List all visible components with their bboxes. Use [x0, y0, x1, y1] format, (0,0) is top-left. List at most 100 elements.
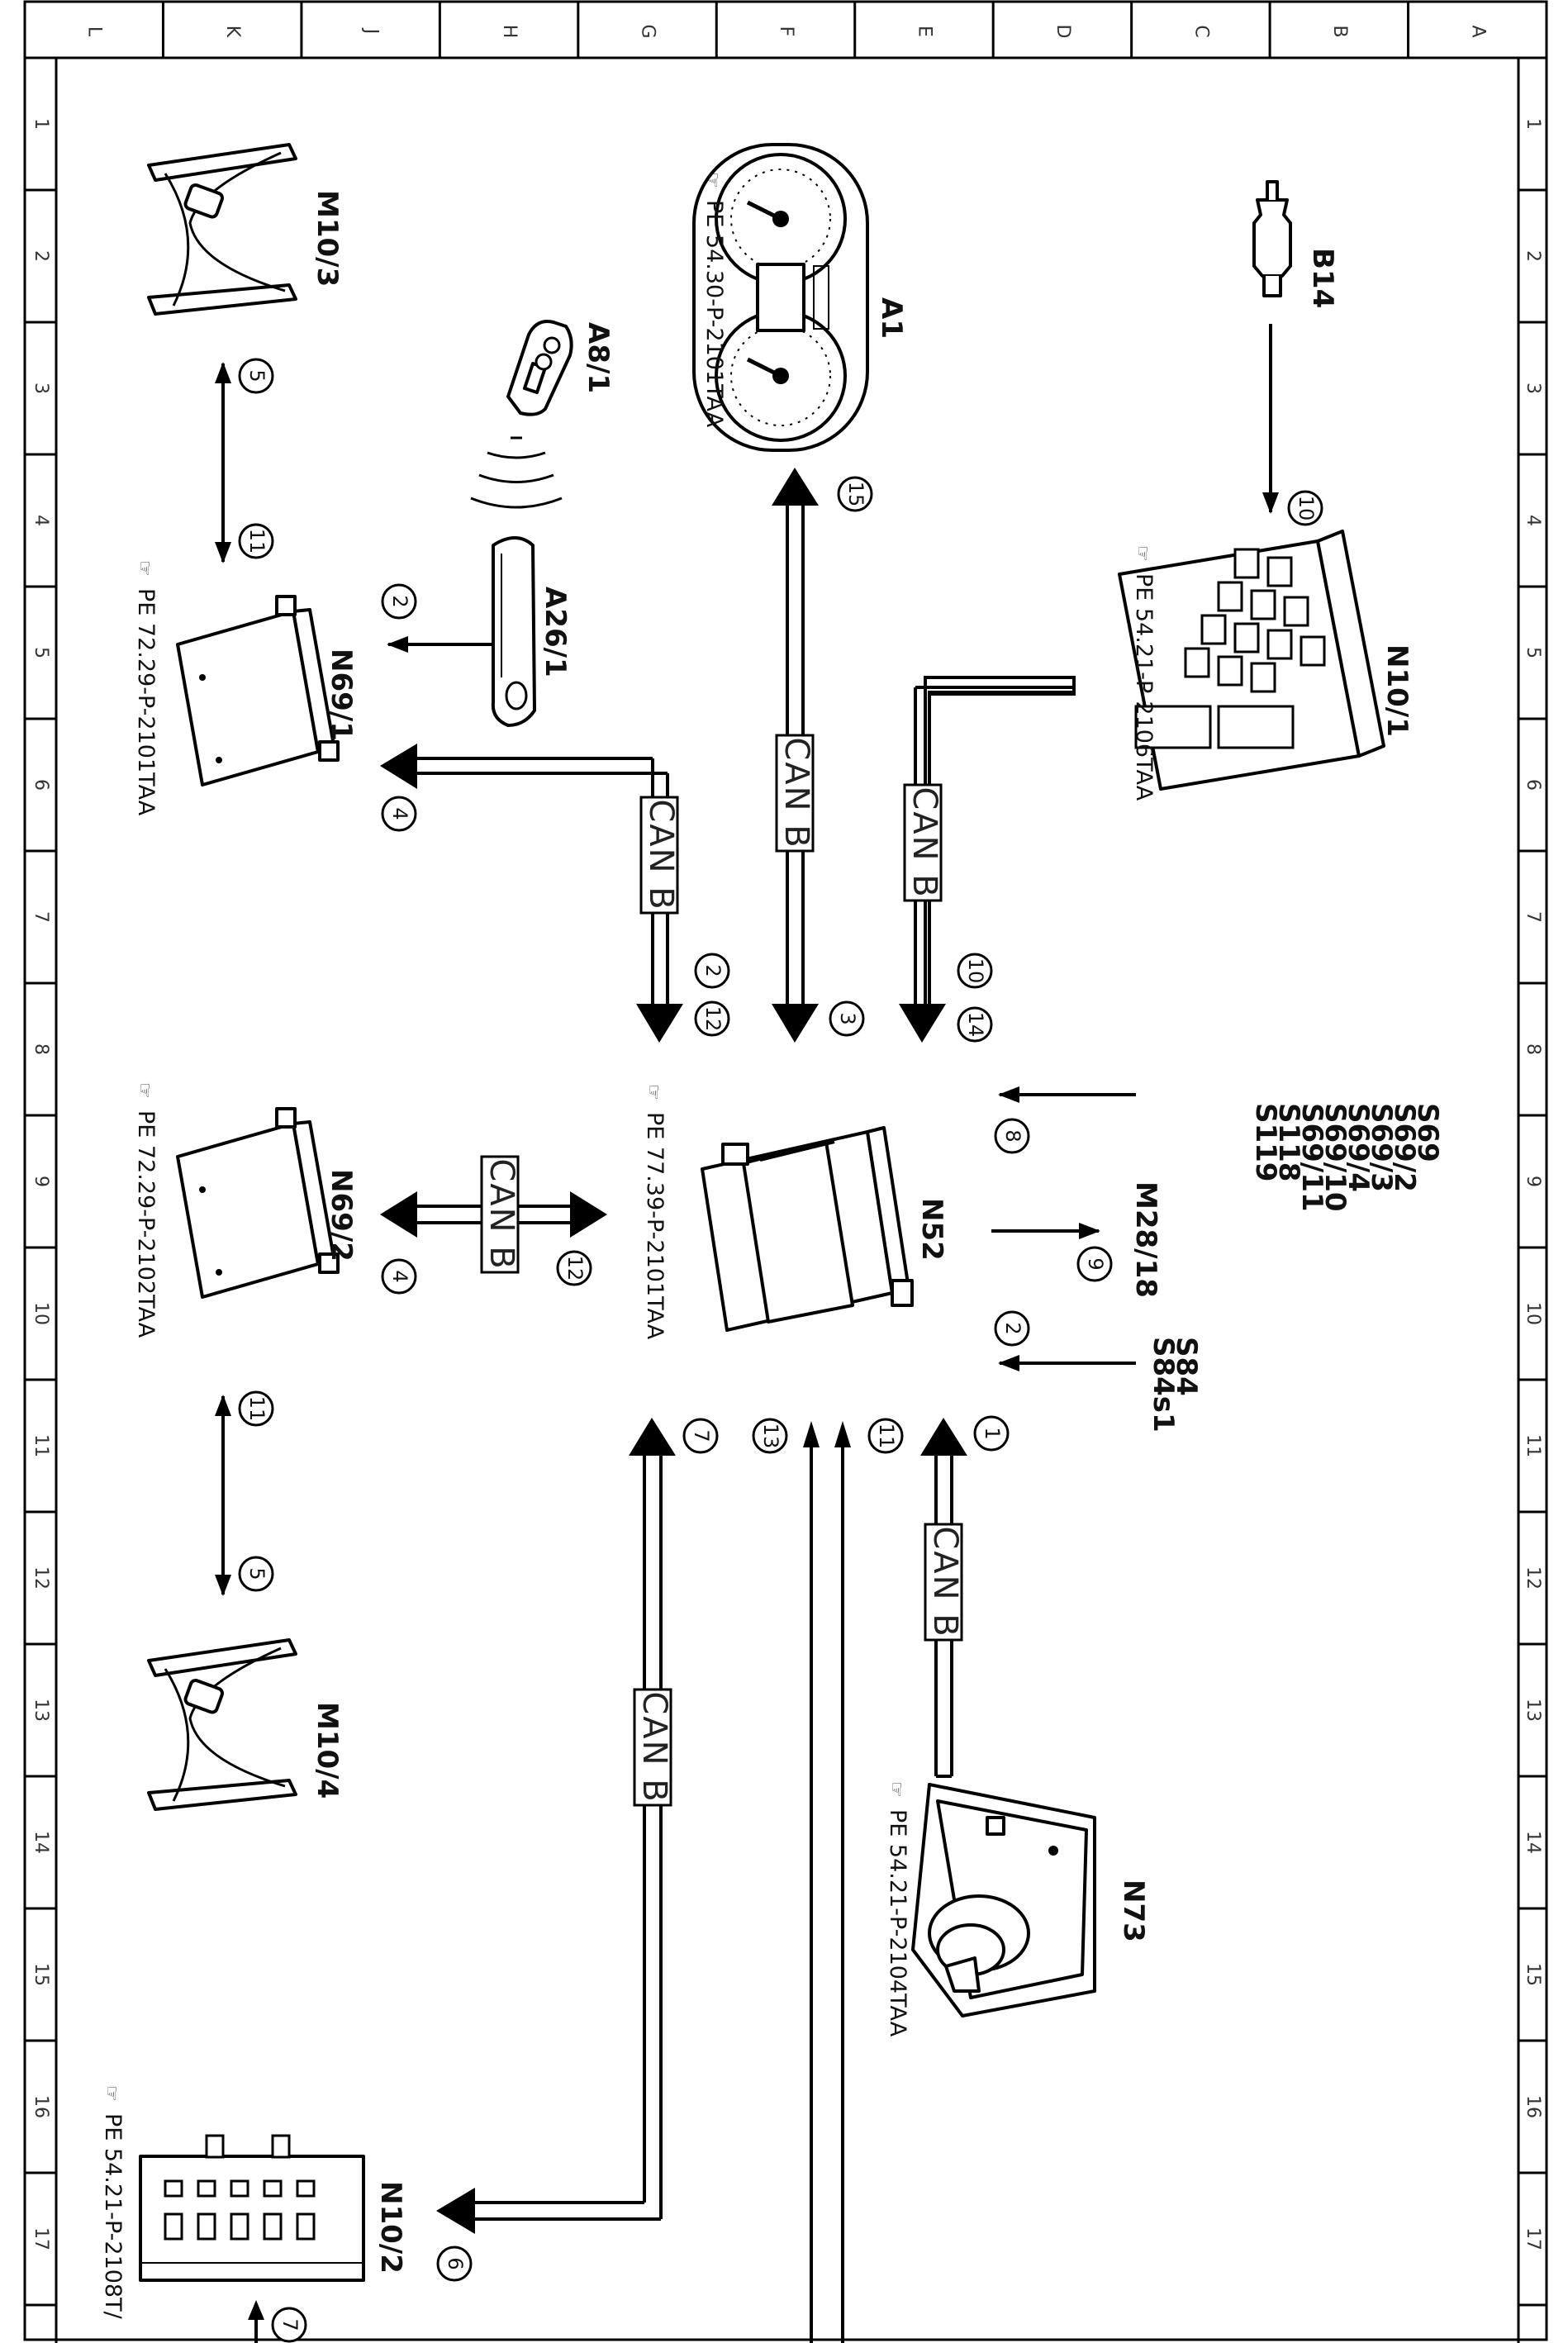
ref-n52: PE 77.39-P-2101TAA [642, 1112, 668, 1340]
row-number-13: 13 [31, 1699, 51, 1722]
signal-15: 15 [844, 482, 867, 507]
remote-key-a8-1-icon [506, 320, 573, 416]
ignition-switch-n73-icon [911, 1783, 1096, 2017]
label-m28-18: M28/18 [1129, 1181, 1162, 1298]
label-s69-2: S69/2 [1388, 1103, 1421, 1192]
signal-7-a: 7 [690, 1429, 713, 1442]
row-number-2: 2 [1523, 250, 1543, 262]
ref-n69-2: PE 72.29-P-2102TAA [133, 1110, 159, 1338]
row-number-3: 3 [1523, 383, 1543, 394]
drawing-frame [23, 0, 1548, 2343]
signal-3: 3 [836, 1012, 859, 1024]
signal-2-a: 2 [388, 595, 411, 607]
row-number-7: 7 [1523, 911, 1543, 923]
signal-5-a: 5 [245, 369, 268, 382]
row-number-1: 1 [1523, 118, 1543, 130]
column-letter-k: K [222, 26, 243, 38]
row-number-4: 4 [1523, 515, 1543, 526]
column-letter-e: E [914, 26, 934, 37]
signal-2-b: 2 [701, 964, 725, 977]
arrow-bus-to-n52-b [772, 1004, 819, 1043]
label-a26-1: A26/1 [539, 587, 572, 677]
signal-6: 6 [444, 2257, 467, 2269]
row-grid-ticks [25, 188, 1547, 2307]
row-number-9: 9 [31, 1176, 51, 1187]
label-s69-4: S69/4 [1342, 1103, 1375, 1192]
row-number-15: 15 [31, 1963, 51, 1986]
sam-module-n10-2-icon [139, 2134, 365, 2282]
can-label-n10-1: CAN B [905, 787, 943, 898]
signal-7-b: 7 [278, 2318, 302, 2331]
signal-10-b: 10 [964, 958, 987, 984]
column-letter-f: F [776, 26, 796, 37]
switch-group-labels: S69 S69/2 S69/3 S69/4 S69/10 S69/11 S118… [1147, 1103, 1444, 1433]
pointer-icon: ☞ [702, 172, 723, 188]
label-m10-3: M10/3 [311, 190, 344, 287]
signal-13: 13 [759, 1423, 782, 1449]
row-number-16: 16 [31, 2095, 51, 2118]
row-number-16: 16 [1523, 2095, 1543, 2118]
column-letter-g: G [638, 24, 658, 38]
signal-10: 10 [1295, 496, 1318, 521]
can-label-n69-2: CAN B [482, 1158, 520, 1270]
signal-12-a: 12 [701, 1006, 725, 1032]
window-regulator-m10-4-icon [147, 1638, 297, 1811]
label-s69: S69 [1411, 1103, 1444, 1162]
label-m10-4: M10/4 [311, 1702, 344, 1799]
pointer-icon: ☞ [134, 1082, 154, 1099]
signal-4-a: 4 [388, 807, 411, 820]
label-s69-10: S69/10 [1319, 1103, 1352, 1212]
row-number-17: 17 [31, 2227, 51, 2250]
row-number-13: 13 [1523, 1699, 1543, 1722]
label-n52: N52 [915, 1198, 948, 1261]
row-number-4: 4 [31, 515, 51, 526]
signal-2-c: 2 [1001, 1322, 1024, 1334]
ref-n73: PE 54.21-P-2104TAA [885, 1809, 910, 2037]
arrow-bus-to-n52-e [629, 1418, 676, 1456]
row-number-11: 11 [1523, 1434, 1543, 1457]
component-labels: B14 A1 A8/1 A26/1 M10/3 M10/4 N10/1 N69/… [311, 190, 1414, 2274]
arrow-bus-to-n69-2 [380, 1191, 417, 1238]
signal-markers: 10 15 2 4 5 11 2 12 3 10 14 8 9 2 12 4 1… [238, 358, 1323, 2343]
control-unit-n52-icon [701, 1126, 914, 1332]
label-s84s1: S84s1 [1147, 1337, 1180, 1433]
arrow-bus-to-n10-2 [436, 2188, 475, 2234]
column-letter-j: J [361, 27, 382, 35]
signal-11-c: 11 [875, 1423, 898, 1449]
row-number-17: 17 [1523, 2227, 1543, 2250]
ref-a1: PE 54.30-P-2101TAA [701, 200, 727, 428]
label-n10-1: N10/1 [1380, 644, 1414, 737]
arrow-bus-to-n52-a [899, 1004, 946, 1043]
row-number-6: 6 [31, 779, 51, 791]
window-regulator-m10-3-icon [147, 143, 297, 316]
signal-14: 14 [964, 1012, 987, 1038]
label-a8-1: A8/1 [582, 322, 615, 393]
reference-labels: ☞ PE 54.30-P-2101TAA ☞ PE 54.21-P-2106TA… [100, 172, 1157, 2320]
row-number-10: 10 [31, 1302, 51, 1325]
label-n73: N73 [1117, 1880, 1150, 1942]
label-n69-1: N69/1 [325, 649, 358, 741]
label-s69-11: S69/11 [1295, 1103, 1328, 1212]
label-s84: S84 [1170, 1337, 1203, 1396]
ref-n10-1: PE 54.21-P-2106TAA [1131, 573, 1157, 801]
signal-1: 1 [981, 1427, 1004, 1439]
can-label-a1: CAN B [777, 737, 815, 848]
column-letter-a: A [1467, 25, 1488, 37]
door-module-n69-2-icon [176, 1107, 340, 1299]
instrument-cluster-a1-icon [692, 143, 869, 452]
row-number-3: 3 [31, 383, 51, 394]
label-b14: B14 [1306, 248, 1339, 308]
row-number-1: 1 [31, 118, 51, 130]
column-letter-b: B [1329, 25, 1350, 37]
fuse-relay-module-n10-1-icon [1118, 530, 1385, 791]
row-number-12: 12 [1523, 1566, 1543, 1590]
row-number-8: 8 [31, 1043, 51, 1055]
row-number-5: 5 [31, 647, 51, 658]
arrow-bus-to-n52-c [636, 1004, 683, 1043]
door-module-n69-1-icon [176, 595, 340, 787]
column-letter-h: H [499, 25, 520, 39]
bus-n10-1-outer [928, 677, 1076, 1016]
